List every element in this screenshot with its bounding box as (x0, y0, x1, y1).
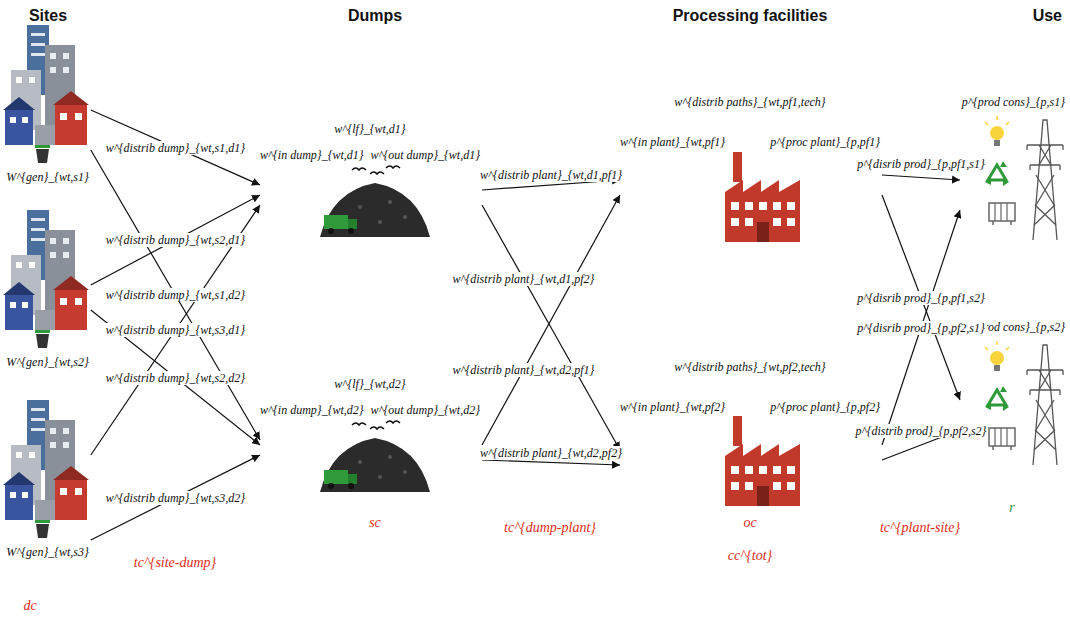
flow-variable: w^{out dump}_{wt,d2} (370, 403, 480, 417)
flow-variable: w^{lf}_{wt,d1} (334, 122, 405, 136)
flow-label: w^{distrib dump}_{wt,s2,d1} (104, 233, 247, 247)
flow-variable: w^{in dump}_{wt,d1} (260, 148, 364, 162)
flow-label: w^{distrib dump}_{wt,s2,d2} (104, 371, 247, 385)
flow-label: p^{disrib prod}_{p,pf1,s2} (855, 291, 987, 305)
site-node: W^{gen}_{wt,s1} (5, 25, 91, 190)
flow-variable: W^{gen}_{wt,s1} (6, 170, 89, 184)
dump-node: w^{lf}_{wt,d2} w^{in dump}_{wt,d2} w^{out … (260, 375, 482, 500)
facility-node: w^{distrib paths}_{wt,pf1,tech} w^{in pla… (620, 95, 882, 245)
cost-label: cc^{tot} (728, 548, 772, 564)
flow-label: w^{distrib dump}_{wt,s3,d1} (104, 323, 247, 337)
flow-label: w^{distrib plant}_{wt,d1,pf2} (450, 272, 596, 286)
flow-label: w^{distrib plant}_{wt,d2,pf2} (478, 446, 624, 460)
revenue-label: r (1009, 500, 1014, 516)
column-title: Dumps (348, 6, 402, 25)
flow-variable: p^{proc plant}_{p,pf2} (770, 400, 880, 414)
flow-variable: p^{prod cons}_{p,s1} (962, 95, 1065, 109)
flow-variable: W^{gen}_{wt,s2} (6, 355, 89, 369)
flow-label: p^{distrib prod}_{p,pf2,s2} (854, 424, 989, 438)
flow-variable: w^{lf}_{wt,d2} (334, 377, 405, 391)
flow-variable: w^{distrib paths}_{wt,pf1,tech} (674, 95, 825, 109)
flow-arrow (482, 460, 620, 465)
flow-variable: w^{distrib paths}_{wt,pf2,tech} (674, 360, 825, 374)
cost-label: tc^{dump-plant} (504, 520, 596, 536)
flow-label: p^{disrib prod}_{p,pf2,s1} (855, 321, 987, 335)
cost-label: tc^{plant-site} (880, 520, 960, 536)
flow-arrow (482, 205, 620, 450)
flow-variable: w^{in plant}_{wt,pf2} (620, 400, 725, 414)
flow-label: p^{disrib prod}_{p,pf1,s1} (855, 157, 987, 171)
user-node: p^{prod cons}_{p,s2} (960, 320, 1067, 470)
flow-arrow (91, 455, 260, 540)
flow-arrow (91, 205, 260, 455)
flow-arrow (91, 150, 260, 440)
flow-variable: W^{gen}_{wt,s3} (6, 545, 89, 559)
column-title: Use (1033, 6, 1062, 25)
flow-label: w^{distrib plant}_{wt,d1,pf1} (478, 168, 624, 182)
flow-label: w^{distrib plant}_{wt,d2,pf1} (450, 363, 596, 377)
facility-node: w^{distrib paths}_{wt,pf2,tech} w^{in pla… (620, 360, 882, 505)
column-title: Processing facilities (673, 6, 828, 25)
flow-variable: w^{out dump}_{wt,d1} (370, 148, 480, 162)
dump-node: w^{lf}_{wt,d1} w^{in dump}_{wt,d1} w^{out … (260, 120, 482, 245)
site-node: W^{gen}_{wt,s2} (5, 210, 91, 375)
flow-label: w^{distrib dump}_{wt,s1,d2} (104, 288, 247, 302)
cost-label: dc (23, 598, 36, 614)
flow-arrow (91, 110, 260, 185)
flow-arrow (882, 175, 960, 180)
flow-label: w^{distrib dump}_{wt,s3,d2} (104, 491, 247, 505)
flow-variable: p^{proc plant}_{p,pf1} (770, 135, 880, 149)
site-node: W^{gen}_{wt,s3} (5, 400, 91, 565)
flow-label: w^{distrib dump}_{wt,s1,d1} (104, 141, 247, 155)
column-title: Sites (29, 6, 67, 25)
flow-arrow (482, 195, 620, 445)
cost-label: sc (369, 515, 381, 531)
flow-variable: w^{in plant}_{wt,pf1} (620, 135, 725, 149)
cost-label: tc^{site-dump} (134, 555, 216, 571)
cost-label: oc (743, 515, 756, 531)
flow-arrow (91, 310, 260, 445)
flow-arrow (91, 195, 260, 285)
flow-variable: w^{in dump}_{wt,d2} (260, 403, 364, 417)
